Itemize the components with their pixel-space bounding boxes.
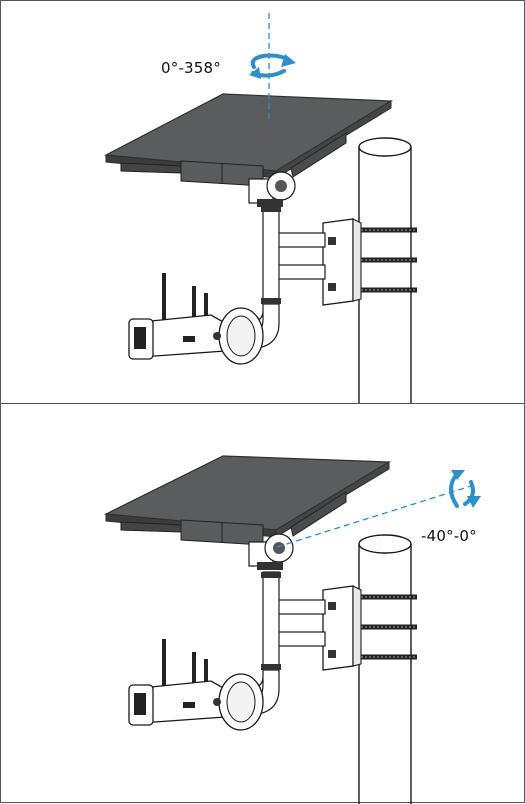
mounting-pole (359, 138, 411, 405)
pole-bracket (323, 219, 417, 305)
rotate-vertical-icon (451, 470, 481, 508)
tilt-rotation-drawing (1, 404, 525, 804)
solar-panel (106, 456, 389, 545)
mounting-pole (359, 535, 411, 804)
bullet-camera (129, 273, 263, 364)
pan-rotation-drawing (1, 1, 525, 405)
tilt-rotation-panel: -40°-0° (0, 403, 525, 803)
pole-bracket (323, 586, 417, 670)
solar-panel (106, 94, 391, 186)
bullet-camera (129, 639, 263, 730)
rotate-horizontal-icon (249, 54, 296, 79)
tilt-angle-label: -40°-0° (421, 527, 477, 545)
pan-angle-label: 0°-358° (161, 59, 221, 77)
pan-rotation-panel: 0°-358° (0, 0, 525, 404)
